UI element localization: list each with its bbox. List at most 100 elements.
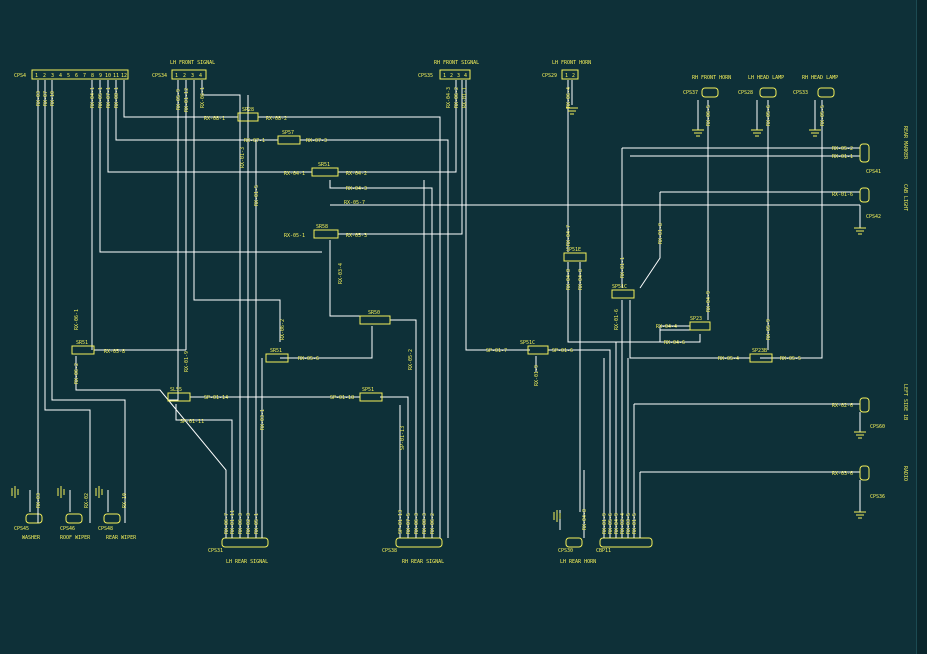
cps35-pin-1: 1 bbox=[443, 73, 446, 79]
cps4-pin-7: 7 bbox=[83, 73, 86, 79]
wire-cbp11-pin-1: RX-01-9 bbox=[602, 513, 608, 534]
connector-cps29[interactable] bbox=[561, 69, 579, 80]
wire-network bbox=[29, 80, 861, 530]
splice-sr58[interactable] bbox=[313, 229, 339, 239]
cps34-pin-3: 3 bbox=[191, 73, 194, 79]
connector-cps37[interactable] bbox=[701, 87, 719, 98]
splice-sp51c[interactable] bbox=[527, 345, 549, 355]
wire-cps48-a: RX-10 bbox=[122, 493, 128, 508]
cps34-pin-1: 1 bbox=[175, 73, 178, 79]
wire-h-sp51c-r: SP-01-6 bbox=[552, 348, 573, 354]
splice-sp23b[interactable] bbox=[749, 353, 773, 363]
label-sp51c: SP51C bbox=[520, 340, 535, 346]
splice-sr50[interactable] bbox=[359, 315, 391, 325]
connector-blocks bbox=[25, 69, 870, 548]
wire-cps29-a: RX-06-4 bbox=[566, 87, 572, 108]
wire-h-sp51c-l: SP-01-7 bbox=[486, 348, 507, 354]
wire-h-sr28-l: RX-08-1 bbox=[204, 116, 225, 122]
wire-cps41-a: RX-05-2 bbox=[832, 146, 853, 152]
connector-cps34[interactable] bbox=[171, 69, 207, 80]
label-sp23: SP23 bbox=[690, 316, 702, 322]
connector-cps45[interactable] bbox=[25, 513, 43, 524]
wire-cps41-b: RX-01-1 bbox=[832, 154, 853, 160]
label-cps41: CPS41 bbox=[866, 169, 881, 175]
connector-cbp11[interactable] bbox=[599, 537, 653, 548]
splice-sr51b[interactable] bbox=[71, 345, 95, 355]
label-cps33: CPS33 bbox=[793, 90, 808, 96]
wire-h-sr51-r: RX-04-2 bbox=[346, 171, 367, 177]
label-cps4: CPS4 bbox=[14, 73, 26, 79]
wire-cps4-a: RX-03 bbox=[36, 91, 42, 106]
title-cps31: LH REAR SIGNAL bbox=[226, 559, 268, 565]
title-cps60: LEFT SIDE 1B bbox=[902, 384, 908, 420]
wire-v-sp51e-u: RX-04-7 bbox=[566, 225, 572, 246]
connector-cps48[interactable] bbox=[103, 513, 121, 524]
splice-sp51d[interactable] bbox=[611, 289, 635, 299]
wire-cps38-pin-1: SP-01-13 bbox=[398, 510, 404, 534]
wire-cps38-pin-5: RX-06-2 bbox=[430, 513, 436, 534]
connector-cps28[interactable] bbox=[759, 87, 777, 98]
title-cps48: REAR WIPER bbox=[106, 535, 137, 541]
connector-cps31[interactable] bbox=[221, 537, 269, 548]
ground-symbols bbox=[11, 107, 866, 522]
wire-h-sr50-l: RX-05-6 bbox=[298, 356, 319, 362]
cps29-pin-1: 1 bbox=[565, 73, 568, 79]
splice-sp51[interactable] bbox=[359, 392, 383, 402]
wire-cps31-pin-1: RX-06-7 bbox=[224, 513, 230, 534]
splice-sp23[interactable] bbox=[689, 321, 711, 331]
connector-cps30[interactable] bbox=[565, 537, 583, 548]
cps4-pin-numbers: 1 2 3 4 5 6 7 8 9 10 11 12 1 2 3 4 1 2 3… bbox=[35, 73, 575, 79]
connector-cps35[interactable] bbox=[439, 69, 471, 80]
title-cps38: RH REAR SIGNAL bbox=[402, 559, 444, 565]
wire-cps36-a: RX-03-6 bbox=[832, 471, 853, 477]
wire-h-sp51e-r: RX-05-5 bbox=[780, 356, 801, 362]
connector-cps38[interactable] bbox=[395, 537, 443, 548]
connector-cps42[interactable] bbox=[859, 187, 870, 203]
cps4-pin-3: 3 bbox=[51, 73, 54, 79]
title-cps28: LH HEAD LAMP bbox=[748, 75, 784, 81]
wire-cps28-a: RX-05-6 bbox=[766, 105, 772, 126]
wire-cps4-g: RX-08-1 bbox=[114, 87, 120, 108]
label-cps31: CPS31 bbox=[208, 548, 223, 554]
cps4-pin-12: 12 bbox=[121, 73, 127, 79]
splice-sr51c[interactable] bbox=[265, 353, 289, 363]
connector-cps36[interactable] bbox=[859, 465, 870, 481]
wire-h-sp57-r: RX-07-3 bbox=[306, 138, 327, 144]
connector-cps46[interactable] bbox=[65, 513, 83, 524]
label-cps37: CPS37 bbox=[683, 90, 698, 96]
wire-cps34-a: RX-05-9 bbox=[176, 89, 182, 110]
wire-cps4-d: RX-04-1 bbox=[90, 87, 96, 108]
connector-cps41[interactable] bbox=[859, 143, 870, 163]
splice-sp51e[interactable] bbox=[563, 252, 587, 262]
wire-v-sp51e-d2: RX-04-8 bbox=[578, 269, 584, 290]
connector-cps60[interactable] bbox=[859, 397, 870, 413]
title-cps34: LH FRONT SIGNAL bbox=[170, 60, 215, 66]
wire-h-sp51: SP-01-18 bbox=[330, 395, 354, 401]
title-cps41: REAR MARKER bbox=[902, 126, 908, 160]
wire-cps37-a: RX-06-5 bbox=[706, 105, 712, 126]
title-cps36: RADIO bbox=[902, 466, 908, 481]
label-cps46: CPS46 bbox=[60, 526, 75, 532]
splice-sp57[interactable] bbox=[277, 135, 301, 145]
label-cps60: CPS60 bbox=[870, 424, 885, 430]
splice-sr51[interactable] bbox=[311, 167, 339, 177]
connector-cps33[interactable] bbox=[817, 87, 835, 98]
splice-sl55[interactable] bbox=[167, 392, 191, 402]
splice-sr28[interactable] bbox=[237, 112, 259, 122]
label-cps38: CPS38 bbox=[382, 548, 397, 554]
label-sr51: SR51 bbox=[318, 162, 330, 168]
label-cps30: CPS30 bbox=[558, 548, 573, 554]
wire-cps31-pin-3: RX-06-3 bbox=[238, 513, 244, 534]
wire-cps34-c: RX-06-1 bbox=[200, 87, 206, 108]
wire-h-sr58-l: RX-05-1 bbox=[284, 233, 305, 239]
label-sr51b: SR51 bbox=[76, 340, 88, 346]
wire-cbp11-pin-5: RX-03-5 bbox=[626, 513, 632, 534]
title-cps45: WASHER bbox=[22, 535, 41, 541]
wire-cps31-pin-5: RX-05-1 bbox=[254, 513, 260, 534]
connector-cps4[interactable] bbox=[31, 69, 129, 80]
wire-cps4-c: RX-10 bbox=[50, 91, 56, 106]
wire-cps35-c: RX-01-1 bbox=[462, 87, 468, 108]
title-cps42: CAB LIGHT bbox=[902, 184, 908, 211]
wire-v-sp57: RX-01-3 bbox=[240, 147, 246, 168]
